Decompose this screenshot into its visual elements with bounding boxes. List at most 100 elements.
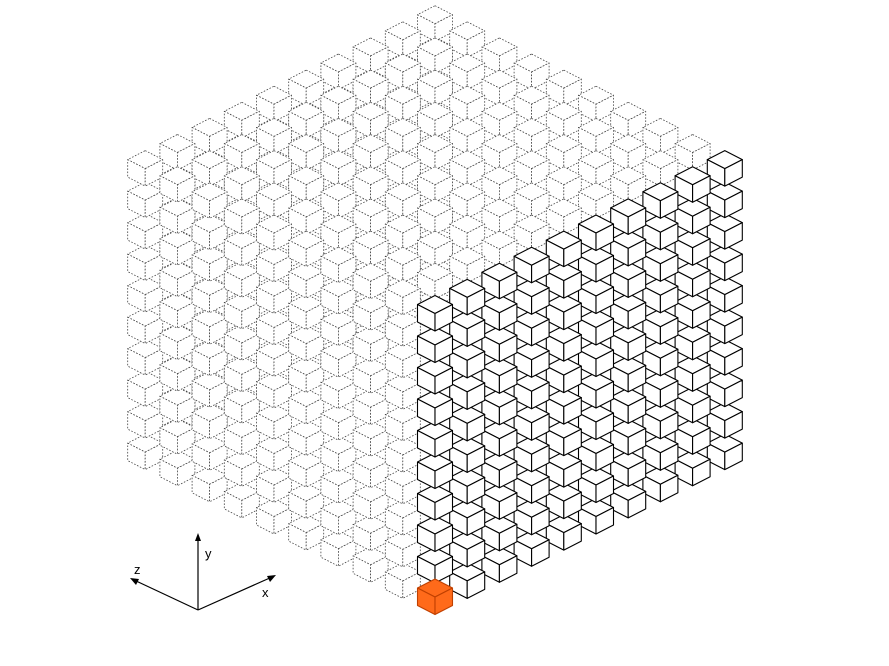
lattice-cube: [481, 546, 518, 583]
cube-right-face: [434, 587, 454, 616]
lattice-cube: [513, 341, 550, 378]
axis-triad: y x z: [130, 533, 276, 611]
cube-left-face: [449, 191, 468, 219]
lattice-cube-hidden: [256, 498, 292, 535]
lattice-cube: [449, 562, 486, 599]
cube-right-face: [466, 571, 486, 599]
cube-right-face: [337, 350, 357, 378]
lattice-cube-hidden: [481, 134, 518, 171]
cube-right-face: [659, 285, 679, 314]
lattice-cube-hidden: [417, 5, 453, 42]
cube-right-face: [498, 78, 518, 106]
cube-left-face: [223, 364, 243, 393]
cube-right-face: [402, 508, 421, 536]
cube-right-face: [434, 239, 453, 268]
cube-right-face: [241, 396, 260, 424]
cube-right-face: [305, 78, 325, 106]
cube-right-face: [692, 332, 711, 361]
lattice-cube: [706, 181, 743, 219]
lattice-cube-hidden: [288, 69, 325, 106]
cube-left-face: [256, 475, 275, 503]
lattice-cube-hidden: [449, 214, 486, 251]
cube-left-face: [256, 191, 275, 219]
lattice-cube-hidden: [513, 214, 550, 251]
lattice-cube-hidden: [127, 213, 164, 250]
cube-right-face: [241, 143, 260, 171]
lattice-cube-hidden: [513, 150, 550, 187]
cube-left-face: [642, 127, 661, 155]
cube-left-face: [191, 380, 211, 408]
cube-right-face: [498, 143, 518, 171]
cube-right-face: [305, 397, 325, 425]
cube-right-face: [434, 175, 453, 203]
cube-left-face: [320, 381, 339, 410]
cube-right-face: [627, 333, 647, 361]
cube-left-face: [191, 285, 211, 314]
lattice-cube-hidden: [320, 278, 357, 315]
cube-left-face: [288, 239, 307, 268]
lattice-cube: [513, 372, 550, 410]
cube-right-face: [724, 411, 743, 439]
lattice-cube-hidden: [384, 436, 421, 473]
lattice-cube-hidden: [288, 451, 325, 488]
cube-right-face: [402, 350, 421, 379]
cube-left-face: [223, 396, 243, 424]
lattice-cube: [481, 420, 518, 457]
lattice-cube-hidden: [288, 293, 325, 331]
cube-right-face: [563, 365, 582, 394]
cube-right-face: [370, 271, 389, 300]
z-axis-arrowhead: [130, 578, 139, 585]
lattice-cube-hidden: [223, 261, 260, 298]
x-axis-label: x: [262, 585, 269, 600]
cube-right-face: [627, 143, 647, 171]
lattice-cube: [545, 293, 582, 331]
lattice-cube-hidden: [191, 371, 228, 408]
cube-left-face: [352, 175, 372, 203]
lattice-cube: [513, 246, 550, 284]
cube-right-face: [531, 191, 550, 219]
cube-right-face: [305, 239, 325, 268]
cube-left-face: [256, 223, 275, 251]
cube-right-face: [273, 349, 292, 377]
cube-left-face: [513, 223, 532, 251]
cube-right-face: [144, 190, 164, 219]
lattice-cube-hidden: [578, 182, 614, 219]
cube-right-face: [563, 428, 582, 457]
cube-left-face: [481, 110, 500, 139]
lattice-cube: [545, 262, 582, 299]
lattice-cube-hidden: [384, 499, 421, 536]
cube-left-face: [384, 571, 404, 599]
cube-right-face: [337, 413, 357, 441]
lattice-cube-hidden: [449, 182, 486, 219]
cube-right-face: [595, 506, 615, 535]
lattice-cube: [610, 324, 647, 361]
lattice-cube: [674, 260, 711, 298]
lattice-cube-hidden: [223, 387, 260, 424]
x-axis-line: [197, 576, 273, 611]
cube-right-face: [370, 239, 389, 268]
cube-right-face: [241, 207, 260, 235]
cube-right-face: [531, 287, 550, 315]
cube-right-face: [724, 442, 743, 471]
cube-left-face: [127, 190, 146, 219]
cube-right-face: [724, 379, 743, 408]
cube-left-face: [449, 127, 468, 155]
cube-left-face: [223, 333, 243, 361]
cube-left-face: [384, 159, 404, 187]
lattice-cube: [642, 402, 679, 440]
cube-left-face: [288, 523, 307, 551]
cube-right-face: [498, 46, 518, 74]
cube-right-face: [209, 411, 228, 440]
cube-right-face: [337, 507, 357, 536]
cube-right-face: [241, 364, 260, 393]
cube-right-face: [466, 508, 486, 536]
lattice-cube: [706, 150, 743, 187]
cube-right-face: [531, 94, 550, 123]
cube-right-face: [305, 365, 325, 394]
lattice-cube-hidden: [384, 53, 421, 90]
lattice-cube-hidden: [159, 386, 196, 424]
lattice-cube-hidden: [384, 21, 421, 58]
cube-left-face: [320, 476, 339, 504]
cube-right-face: [724, 348, 743, 376]
